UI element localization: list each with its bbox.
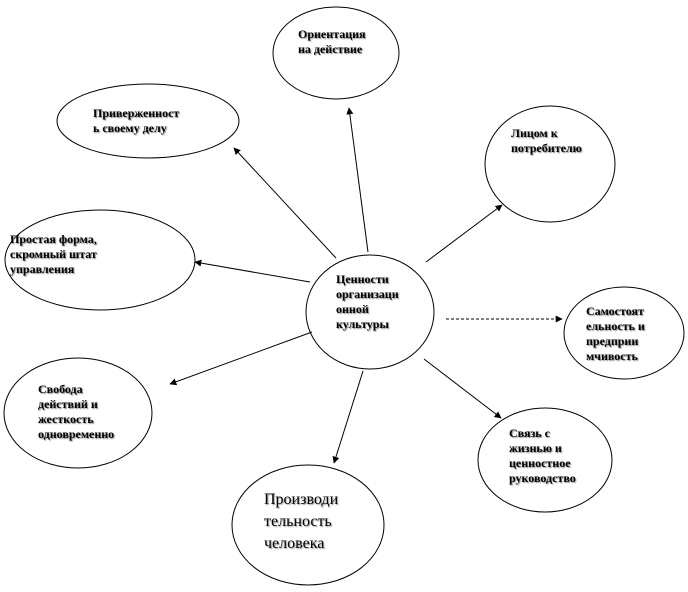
value-label-productivity: Производи тельность человека: [264, 491, 339, 552]
node-ellipse-commitment: [56, 83, 240, 159]
value-label-freedom: Свобода действий и жесткость одновременн…: [38, 382, 115, 441]
arrow-orientation: [346, 107, 369, 253]
node-ellipse-productivity: [231, 464, 385, 586]
arrow-productivity: [332, 370, 364, 464]
value-label-customer: Лицом к потребителю: [511, 126, 582, 155]
arrow-commitment: [233, 147, 337, 259]
node-ellipse-freedom: [3, 357, 153, 469]
node-ellipse-customer: [484, 105, 616, 223]
value-label-connection: Связь с жизнью и ценностное руководство: [509, 426, 576, 485]
node-ellipse-autonomy: [563, 286, 685, 380]
arrow-freedom: [169, 331, 313, 386]
arrow-connection: [423, 358, 502, 419]
arrow-customer: [425, 204, 503, 263]
value-label-orientation: Ориентация на действие: [298, 27, 366, 56]
node-ellipse-connection: [477, 407, 613, 513]
value-label-commitment: Приверженност ь своему делу: [93, 106, 180, 135]
node-ellipse-center: [305, 254, 435, 370]
value-label-simple-form: Простая форма, скромный штат управления: [10, 232, 97, 276]
center-label: Ценности организаци онной культуры: [336, 272, 399, 331]
arrow-simple-form: [194, 259, 311, 283]
value-label-autonomy: Самостоят ельность и предприи мчивость: [586, 304, 645, 363]
node-ellipse-orientation: [272, 6, 400, 100]
